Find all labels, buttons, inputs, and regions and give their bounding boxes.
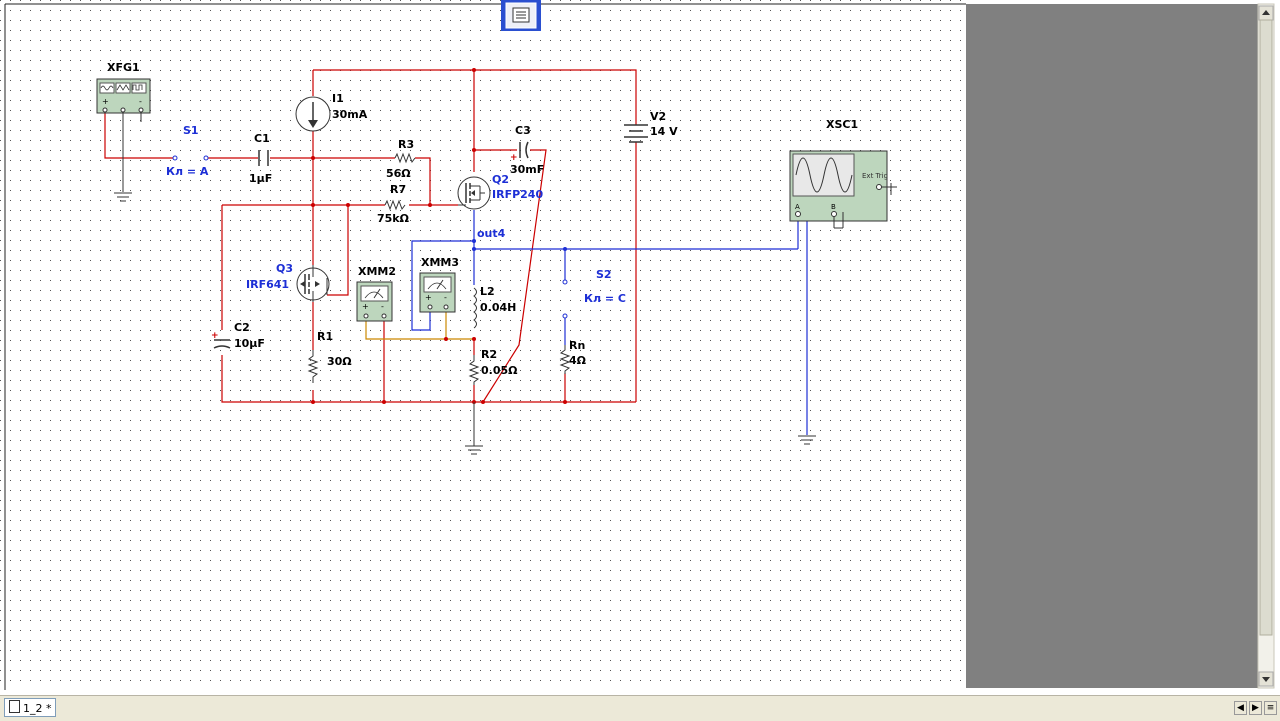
r2-value: 0.05Ω xyxy=(481,364,518,377)
wires-red xyxy=(104,69,637,403)
c2-label: C2 xyxy=(234,321,250,334)
sheet-grid xyxy=(0,0,966,690)
tab-sheet[interactable]: 1_2 * xyxy=(4,698,56,717)
ext-trig-label: Ext Trig xyxy=(862,172,888,180)
q2-value: IRFP240 xyxy=(492,188,543,201)
capacitor-c3[interactable]: C3 + 30mF xyxy=(510,124,544,176)
i1-label: I1 xyxy=(332,92,344,105)
multimeter-xmm2[interactable]: XMM2 + - xyxy=(356,265,396,322)
r2-label: R2 xyxy=(481,348,497,361)
oscilloscope-xsc1[interactable]: XSC1 Ext Trig A B xyxy=(789,118,897,229)
rn-value: 4Ω xyxy=(569,354,587,367)
r7-label: R7 xyxy=(390,183,406,196)
r1-value: 30Ω xyxy=(327,355,352,368)
i1-value: 30mA xyxy=(332,108,368,121)
xmm3-label: XMM3 xyxy=(421,256,459,269)
svg-text:+: + xyxy=(211,331,219,341)
tab-scroll-right-button[interactable]: ▶ xyxy=(1249,701,1262,715)
ground-xsc1 xyxy=(798,435,816,445)
current-source-i1[interactable]: I1 30mA xyxy=(295,92,368,132)
r3-value: 56Ω xyxy=(386,167,411,180)
tab-label: 1_2 * xyxy=(23,702,52,715)
r1-label: R1 xyxy=(317,330,333,343)
xsc1-label: XSC1 xyxy=(826,118,858,131)
xmm2-label: XMM2 xyxy=(358,265,396,278)
svg-text:-: - xyxy=(381,302,384,311)
resistor-rn[interactable]: Rn 4Ω xyxy=(559,339,587,374)
multimeter-xmm3[interactable]: XMM3 + - xyxy=(419,256,459,313)
svg-text:+: + xyxy=(425,293,432,302)
c2-value: 10µF xyxy=(234,337,265,350)
c3-label: C3 xyxy=(515,124,531,137)
r3-label: R3 xyxy=(398,138,414,151)
vertical-scrollbar[interactable] xyxy=(1257,3,1275,689)
document-icon xyxy=(9,700,20,713)
resistor-r1[interactable]: R1 30Ω xyxy=(307,330,352,383)
svg-text:-: - xyxy=(139,97,142,106)
switch-s2[interactable]: S2 Кл = C xyxy=(562,268,626,319)
s1-key: Кл = A xyxy=(166,165,209,178)
l2-label: L2 xyxy=(480,285,495,298)
switch-s1[interactable]: S1 Кл = A xyxy=(166,124,209,178)
wire-orange xyxy=(365,312,474,340)
q3-label: Q3 xyxy=(276,262,293,275)
svg-text:+: + xyxy=(102,97,109,106)
function-generator-xfg1[interactable]: XFG1 + - xyxy=(96,61,151,192)
resistor-r7[interactable]: R7 75kΩ xyxy=(377,183,410,225)
mosfet-q3[interactable]: Q3 IRF641 xyxy=(246,262,330,302)
capacitor-c1[interactable]: C1 1µF xyxy=(249,132,272,185)
svg-text:+: + xyxy=(510,153,518,163)
r7-value: 75kΩ xyxy=(377,212,410,225)
q3-value: IRF641 xyxy=(246,278,289,291)
svg-text:-: - xyxy=(444,293,447,302)
resistor-r3[interactable]: R3 56Ω xyxy=(386,138,416,180)
capacitor-c2[interactable]: + C2 10µF xyxy=(211,321,265,350)
sheet-properties-button[interactable] xyxy=(501,0,541,31)
svg-text:+: + xyxy=(362,302,369,311)
mosfet-q2[interactable]: Q2 IRFP240 xyxy=(457,173,543,210)
resistor-r2[interactable]: R2 0.05Ω xyxy=(468,348,518,385)
xfg1-label: XFG1 xyxy=(107,61,140,74)
tab-menu-button[interactable]: ≡ xyxy=(1264,701,1277,715)
net-label-out4: out4 xyxy=(477,227,506,240)
s2-key: Кл = C xyxy=(584,292,626,305)
battery-v2[interactable]: V2 14 V xyxy=(624,110,678,143)
c3-value: 30mF xyxy=(510,163,544,176)
junctions xyxy=(311,68,567,404)
inductor-l2[interactable]: L2 0.04H xyxy=(473,285,516,329)
rn-label: Rn xyxy=(569,339,585,352)
sheet-tab-bar: 1_2 * ◀ ▶ ≡ xyxy=(0,695,1280,721)
s1-label: S1 xyxy=(183,124,199,137)
tab-scroll-left-button[interactable]: ◀ xyxy=(1234,701,1247,715)
ground-main xyxy=(465,402,483,455)
v2-label: V2 xyxy=(650,110,666,123)
v2-value: 14 V xyxy=(650,125,678,138)
l2-value: 0.04H xyxy=(480,301,516,314)
svg-text:A: A xyxy=(795,203,800,211)
q2-label: Q2 xyxy=(492,173,509,186)
s2-label: S2 xyxy=(596,268,612,281)
offsheet-area xyxy=(966,4,1258,688)
c1-label: C1 xyxy=(254,132,270,145)
svg-text:B: B xyxy=(831,203,836,211)
ground-xfg1 xyxy=(114,192,132,202)
c1-value: 1µF xyxy=(249,172,272,185)
